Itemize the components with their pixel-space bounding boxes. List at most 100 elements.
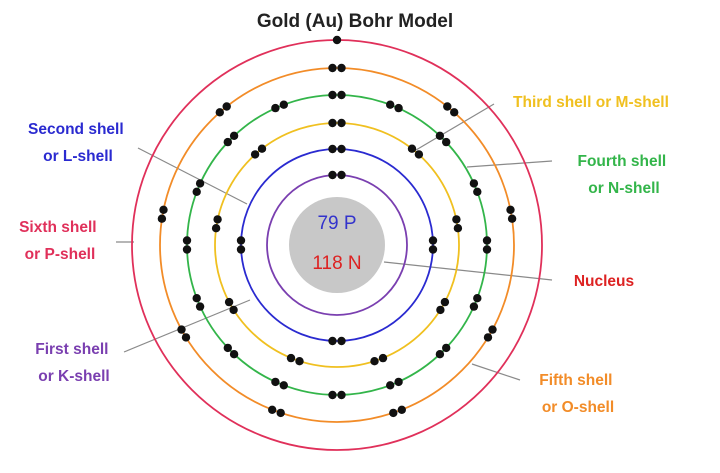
label-fifth-shell-line1: Fifth shell xyxy=(539,372,612,389)
neutron-count: 118 N xyxy=(312,253,361,274)
label-third-shell: Third shell or M-shell xyxy=(513,94,669,111)
label-first-shell: First shell or K-shell xyxy=(35,341,113,385)
electron-n-28 xyxy=(195,179,205,188)
electron-o-11 xyxy=(276,408,285,418)
electron-n-15 xyxy=(394,377,403,387)
electron-n-19 xyxy=(279,381,288,390)
label-sixth-shell-line1: Sixth shell xyxy=(19,219,97,236)
electron-o-13 xyxy=(181,333,191,342)
electron-m-5 xyxy=(452,215,461,224)
label-sixth-shell-line2: or P-shell xyxy=(25,246,96,263)
electron-m-7 xyxy=(440,297,450,307)
shell-rings xyxy=(131,39,543,451)
label-fifth-shell: Fifth shell or O-shell xyxy=(539,372,617,416)
electron-n-31 xyxy=(271,103,280,113)
electron-n-25 xyxy=(182,245,192,254)
electron-m-16 xyxy=(213,215,222,224)
electron-n-9 xyxy=(482,236,492,245)
diagram-title: Gold (Au) Bohr Model xyxy=(257,11,453,32)
label-second-shell-line2: or L-shell xyxy=(43,148,113,165)
electron-m-11 xyxy=(295,357,304,366)
electron-o-7 xyxy=(488,325,497,334)
electron-o-16 xyxy=(159,205,168,214)
leader-line-k xyxy=(123,299,251,353)
electron-l-3 xyxy=(428,236,438,245)
leader-line-m xyxy=(415,103,495,151)
electron-n-7 xyxy=(469,179,479,188)
electron-n-32 xyxy=(279,100,288,109)
electron-n-23 xyxy=(195,302,205,311)
electron-l-4 xyxy=(428,245,438,254)
leader-line-nuc xyxy=(383,261,553,281)
label-nucleus: Nucleus xyxy=(574,273,634,290)
electron-n-1 xyxy=(328,90,337,100)
electron-n-26 xyxy=(182,236,192,245)
electron-k-1 xyxy=(328,170,337,180)
electron-m-9 xyxy=(378,353,388,363)
electron-o-4 xyxy=(450,108,459,117)
electron-n-4 xyxy=(394,103,403,113)
leader-line-n xyxy=(466,160,553,168)
electron-m-15 xyxy=(211,224,221,233)
label-fourth-shell-line2: or N-shell xyxy=(588,180,659,197)
electron-o-10 xyxy=(389,408,398,418)
electron-m-12 xyxy=(286,353,296,363)
electron-m-4 xyxy=(414,150,424,159)
shell-ring-m xyxy=(214,122,460,368)
electron-l-1 xyxy=(328,144,337,154)
electron-m-10 xyxy=(370,357,379,366)
electron-o-18 xyxy=(222,102,231,111)
electron-m-2 xyxy=(337,118,346,128)
leader-line-l xyxy=(137,147,248,205)
electron-l-8 xyxy=(236,236,246,245)
electron-o-17 xyxy=(215,108,224,117)
electron-n-14 xyxy=(435,350,445,359)
shell-ring-n xyxy=(186,94,488,396)
electron-o-3 xyxy=(443,102,452,111)
electron-n-11 xyxy=(473,294,482,303)
electron-n-13 xyxy=(442,343,451,353)
label-fourth-shell: Fourth shell or N-shell xyxy=(577,153,670,197)
electron-l-7 xyxy=(236,245,246,254)
electron-n-29 xyxy=(223,137,232,147)
electron-n-17 xyxy=(337,390,346,400)
electron-n-5 xyxy=(435,131,445,140)
electron-n-12 xyxy=(469,302,479,311)
label-fourth-shell-line1: Fourth shell xyxy=(577,153,666,170)
electron-m-18 xyxy=(257,144,267,153)
electron-n-27 xyxy=(192,187,201,196)
electron-n-8 xyxy=(473,187,482,196)
label-fifth-shell-line2: or O-shell xyxy=(542,399,614,416)
leader-line-o xyxy=(471,363,521,381)
electron-l-2 xyxy=(337,144,346,154)
electron-m-3 xyxy=(407,144,417,153)
electron-m-1 xyxy=(328,118,337,128)
electron-n-3 xyxy=(386,100,395,109)
proton-count: 79 P xyxy=(317,213,356,234)
electron-o-12 xyxy=(268,405,277,414)
shell-ring-l xyxy=(240,148,434,342)
electron-n-10 xyxy=(482,245,492,254)
electron-m-17 xyxy=(250,150,260,159)
electron-n-30 xyxy=(229,131,239,140)
electron-o-9 xyxy=(397,405,406,414)
electron-p-1 xyxy=(332,35,342,45)
electron-o-14 xyxy=(177,325,186,334)
electron-m-8 xyxy=(436,305,445,315)
label-sixth-shell: Sixth shell or P-shell xyxy=(19,219,101,263)
shell-ring-o xyxy=(159,67,515,423)
electron-m-13 xyxy=(229,305,238,315)
label-first-shell-line1: First shell xyxy=(35,341,108,358)
electron-o-2 xyxy=(337,63,346,73)
label-second-shell-line1: Second shell xyxy=(28,121,124,138)
label-second-shell: Second shell or L-shell xyxy=(28,121,128,165)
electron-o-6 xyxy=(507,214,517,223)
label-first-shell-line2: or K-shell xyxy=(38,368,109,385)
electron-m-14 xyxy=(224,297,234,307)
electron-o-8 xyxy=(483,333,493,342)
nucleus-circle xyxy=(289,197,385,293)
electron-n-24 xyxy=(192,294,201,303)
electron-n-2 xyxy=(337,90,346,100)
